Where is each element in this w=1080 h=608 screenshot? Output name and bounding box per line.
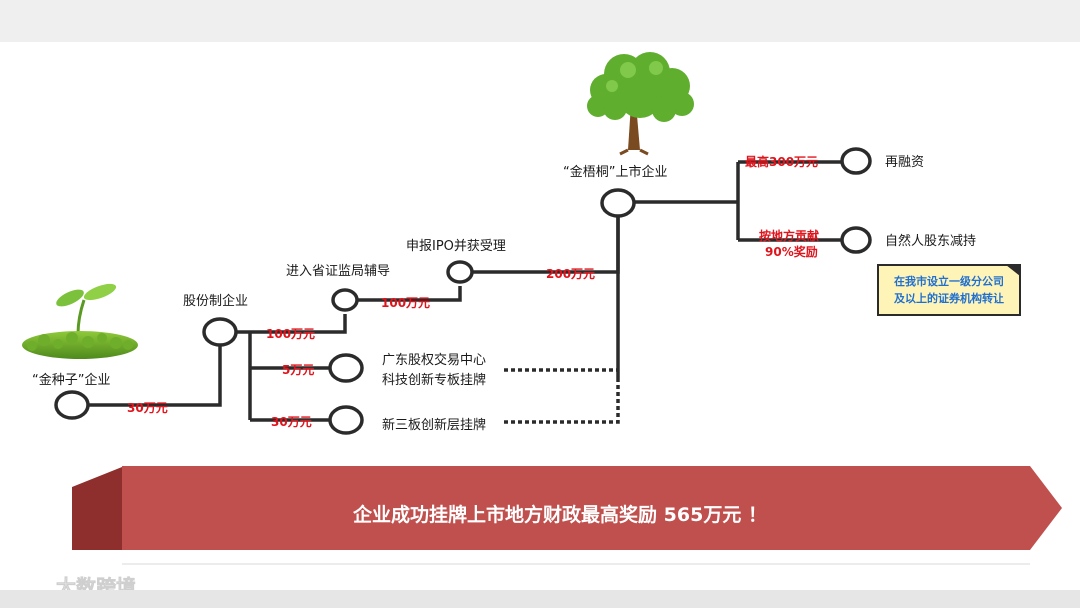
note-line1: 在我市设立一级分公司 bbox=[894, 274, 1004, 288]
amount-seed-to-joint: 30万元 bbox=[127, 401, 168, 415]
node-refinance bbox=[840, 147, 872, 175]
label-listed: “金梧桐”上市企业 bbox=[563, 164, 667, 180]
seedling-icon bbox=[22, 283, 138, 359]
note-callout: 在我市设立一级分公司 及以上的证券机构转让 bbox=[877, 264, 1021, 316]
node-neeq bbox=[328, 405, 364, 435]
watermark-logo-icon bbox=[12, 566, 51, 587]
label-gd-board-line2: 科技创新专板挂牌 bbox=[382, 372, 486, 388]
banner-text: 企业成功挂牌上市地方财政最高奖励 565万元 ！ bbox=[352, 503, 767, 526]
link-joint-to-provincial bbox=[236, 314, 347, 334]
amount-ipo-to-listed: 200万元 bbox=[546, 267, 595, 281]
label-ipo: 申报IPO并获受理 bbox=[406, 239, 506, 254]
label-provincial: 进入省证监局辅导 bbox=[286, 264, 390, 279]
amount-reduction-line2: 90%奖励 bbox=[765, 244, 818, 259]
label-seed: “金种子”企业 bbox=[32, 372, 110, 388]
label-reduction: 自然人股东减持 bbox=[885, 233, 976, 249]
amount-joint-to-neeq: 30万元 bbox=[271, 415, 312, 429]
link-provincial-to-ipo bbox=[356, 286, 462, 302]
node-listed bbox=[600, 188, 636, 218]
note-line2: 及以上的证券机构转让 bbox=[894, 291, 1004, 305]
watermark-text: 大数跨境 bbox=[56, 575, 136, 590]
node-ipo bbox=[446, 260, 474, 284]
summary-banner: 企业成功挂牌上市地方财政最高奖励 565万元 ！ bbox=[72, 466, 1062, 550]
node-provincial bbox=[331, 288, 359, 312]
amount-joint-to-provincial: 100万元 bbox=[266, 327, 315, 341]
amount-provincial-to-ipo: 100万元 bbox=[381, 296, 430, 310]
link-neeq-to-trunk-dashed bbox=[504, 382, 620, 424]
bottom-strip bbox=[0, 590, 1080, 608]
label-joint-stock: 股份制企业 bbox=[183, 293, 248, 309]
tree-icon bbox=[587, 52, 694, 156]
label-neeq: 新三板创新层挂牌 bbox=[382, 417, 486, 433]
amount-joint-to-gd: 5万元 bbox=[282, 363, 314, 377]
node-gd-board bbox=[328, 353, 364, 383]
node-joint-stock bbox=[202, 317, 238, 347]
slide: “金种子”企业 股份制企业 进入省证监局辅导 申报IPO并获受理 “金梧桐”上市… bbox=[0, 42, 1080, 599]
link-seed-to-joint bbox=[88, 346, 222, 407]
node-reduction bbox=[840, 226, 872, 254]
node-seed bbox=[54, 390, 90, 420]
label-gd-board-line1: 广东股权交易中心 bbox=[382, 352, 486, 368]
amount-reduction-line1: 按地方贡献 bbox=[759, 228, 819, 243]
amount-listed-to-refinance: 最高300万元 bbox=[745, 154, 818, 169]
label-refinance: 再融资 bbox=[885, 155, 924, 170]
award-flow-diagram: “金种子”企业 股份制企业 进入省证监局辅导 申报IPO并获受理 “金梧桐”上市… bbox=[12, 52, 1062, 599]
